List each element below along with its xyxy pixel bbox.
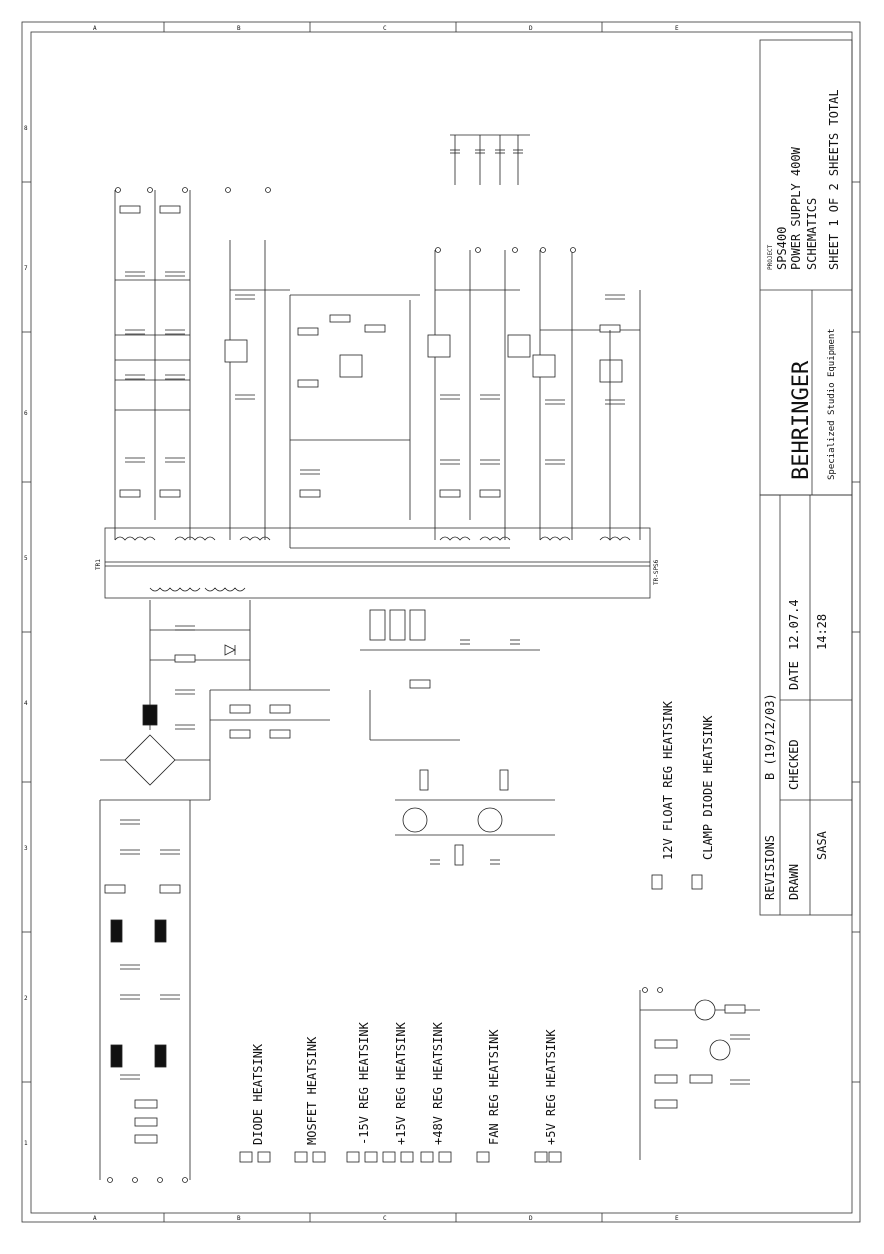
heatsink-label: -15V REG HEATSINK <box>357 1021 371 1145</box>
grid-row-label: 6 <box>24 410 28 417</box>
grid-col-label: D <box>529 25 533 32</box>
brand-tagline: Specialized Studio Equipment <box>827 328 837 480</box>
date-value: 12.07.4 <box>787 599 801 650</box>
grid-marks <box>22 22 860 1222</box>
vbus-rail-section <box>114 187 271 520</box>
grid-labels: A B C D E A B C D E 1 2 3 4 5 6 7 8 <box>24 25 679 1222</box>
title-block: PROJECT SPS400 POWER SUPPLY 400W SCHEMAT… <box>759 39 853 916</box>
title-doc-type: SCHEMATICS <box>805 198 819 270</box>
top-small-caps <box>450 134 530 185</box>
transformer-tr1: TR1 TR-SPS6 <box>95 527 660 599</box>
grid-col-label: B <box>237 1215 241 1222</box>
drawn-by: SASA <box>815 830 829 860</box>
float-reg-section <box>639 987 760 1160</box>
heatsink-label: CLAMP DIODE HEATSINK <box>701 715 715 860</box>
drawn-label: DRAWN <box>787 864 801 900</box>
revisions-label: REVISIONS <box>763 835 777 900</box>
heatsink-label: MOSFET HEATSINK <box>305 1036 319 1145</box>
time-value: 14:28 <box>815 614 829 650</box>
transformer-ref: TR1 <box>95 559 102 570</box>
outer-border <box>21 21 861 1223</box>
title-project-name: SPS400 <box>775 227 789 270</box>
grid-col-label: C <box>383 25 387 32</box>
grid-row-label: 5 <box>24 555 28 562</box>
heatsink-label: +5V REG HEATSINK <box>544 1029 558 1145</box>
grid-row-label: 4 <box>24 700 28 707</box>
brand-logo: BEHRINGER <box>789 360 814 480</box>
grid-row-label: 7 <box>24 265 28 272</box>
grid-col-label: B <box>237 25 241 32</box>
grid-row-label: 3 <box>24 845 28 852</box>
grid-row-label: 8 <box>24 125 28 132</box>
heatsink-labels-right: 12V FLOAT REG HEATSINK CLAMP DIODE HEATS… <box>651 700 715 890</box>
heatsink-label: FAN REG HEATSINK <box>487 1029 501 1145</box>
grid-col-label: E <box>675 25 679 32</box>
grid-row-label: 2 <box>24 995 28 1002</box>
title-sheet-info: SHEET 1 OF 2 SHEETS TOTAL <box>827 89 841 270</box>
15v-regulator-section <box>224 240 420 520</box>
heatsink-label: +48V REG HEATSINK <box>431 1021 445 1145</box>
grid-row-label: 1 <box>24 1140 28 1147</box>
heatsink-label: +15V REG HEATSINK <box>394 1021 408 1145</box>
heatsink-label: DIODE HEATSINK <box>251 1043 265 1145</box>
heatsink-label: 12V FLOAT REG HEATSINK <box>661 700 675 860</box>
grid-col-label: A <box>93 25 97 32</box>
revision-value: B (19/12/03) <box>763 693 777 780</box>
checked-label: CHECKED <box>787 739 801 790</box>
date-label: DATE <box>787 661 801 690</box>
title-description: POWER SUPPLY 400W <box>789 146 803 270</box>
switching-section <box>360 609 555 866</box>
5v-12v-regulator-section <box>532 247 641 520</box>
title-project-label: PROJECT <box>767 244 774 270</box>
secondary-wiring <box>114 520 641 549</box>
transformer-type: TR-SPS6 <box>653 559 660 585</box>
grid-col-label: C <box>383 1215 387 1222</box>
grid-col-label: E <box>675 1215 679 1222</box>
primary-section <box>99 600 330 1183</box>
pm15v-regulator-section <box>427 247 531 520</box>
grid-col-label: A <box>93 1215 97 1222</box>
heatsink-labels-left: DIODE HEATSINK MOSFET HEATSINK -15V REG … <box>239 1021 562 1163</box>
grid-col-label: D <box>529 1215 533 1222</box>
